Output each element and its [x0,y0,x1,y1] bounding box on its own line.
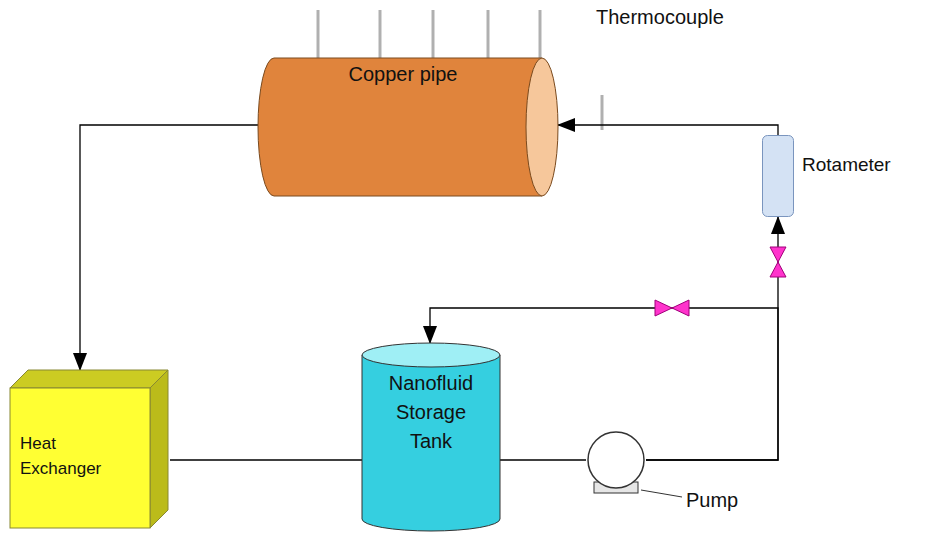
flow-line [500,459,586,460]
heat-exchanger: Heat Exchanger [10,370,170,530]
copper-pipe: Copper pipe [258,58,558,196]
node-outline [762,135,794,217]
flow-line [646,217,778,460]
tank-top [362,343,500,367]
flow-line [170,459,362,460]
valve-half [770,247,786,262]
node-label: Heat Exchanger [20,432,116,481]
flow-line [558,125,778,135]
node-label: Nanofluid Storage Tank [376,369,486,456]
box-top [10,370,168,388]
thermocouple-probe [379,10,382,58]
node-outline [586,430,646,494]
box-side [150,370,168,528]
valve-half [672,300,689,316]
flow-line [80,125,258,370]
node-label: Pump [686,486,738,515]
box-front [10,388,150,528]
valve-symbol [770,247,786,277]
valve-symbol [655,300,689,316]
rotameter: Rotameter [762,135,794,217]
rotameter-body [763,136,794,217]
node-label: Rotameter [802,151,891,179]
pump: Pump [586,430,646,494]
instrument-label: Thermocouple [596,6,724,29]
thermocouple-probe [539,10,542,58]
thermocouple-probe [432,10,435,58]
thermocouple-probe [487,10,490,58]
node-label: Copper pipe [278,60,528,89]
thermocouple-probe [317,10,320,58]
pump-casing [588,432,644,488]
pipe-body [258,58,542,196]
valve-half [770,262,786,277]
pipe-end [526,58,558,196]
leader-line [641,490,682,497]
valve-half [655,300,672,316]
tank-body [362,355,500,531]
storage-tank: Nanofluid Storage Tank [362,343,500,531]
